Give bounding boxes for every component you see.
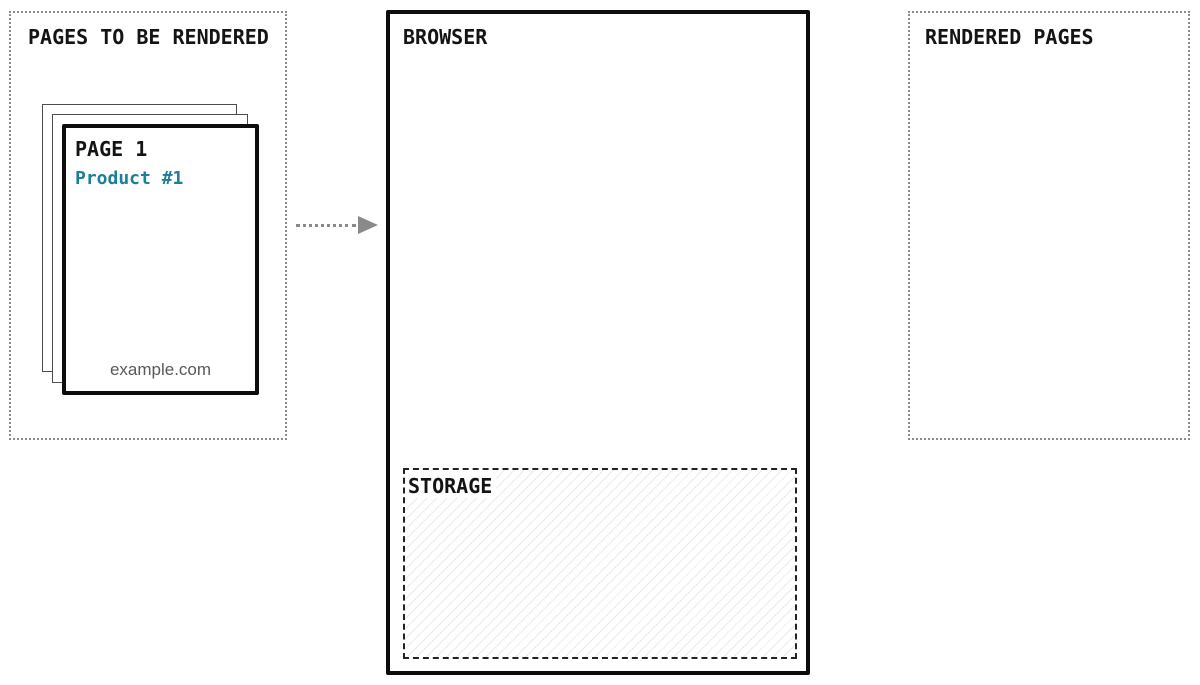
storage-box: STORAGE — [403, 468, 797, 659]
page-card-title: PAGE 1 — [75, 137, 148, 161]
pages-to-render-title: PAGES TO BE RENDERED — [28, 25, 269, 49]
page-card-domain: example.com — [109, 360, 212, 379]
storage-title: STORAGE — [405, 470, 497, 498]
arrow-dotted-line — [296, 223, 356, 227]
page-card-subtitle: Product #1 — [75, 168, 184, 189]
rendered-pages-panel: RENDERED PAGES — [908, 11, 1190, 440]
browser-title: BROWSER — [403, 25, 488, 49]
arrow-head-icon — [358, 216, 378, 234]
rendered-pages-title: RENDERED PAGES — [925, 25, 1094, 49]
browser-panel: BROWSER STORAGE — [386, 10, 810, 675]
flow-arrow — [296, 215, 378, 235]
page-card: PAGE 1 Product #1 example.com — [62, 124, 259, 395]
